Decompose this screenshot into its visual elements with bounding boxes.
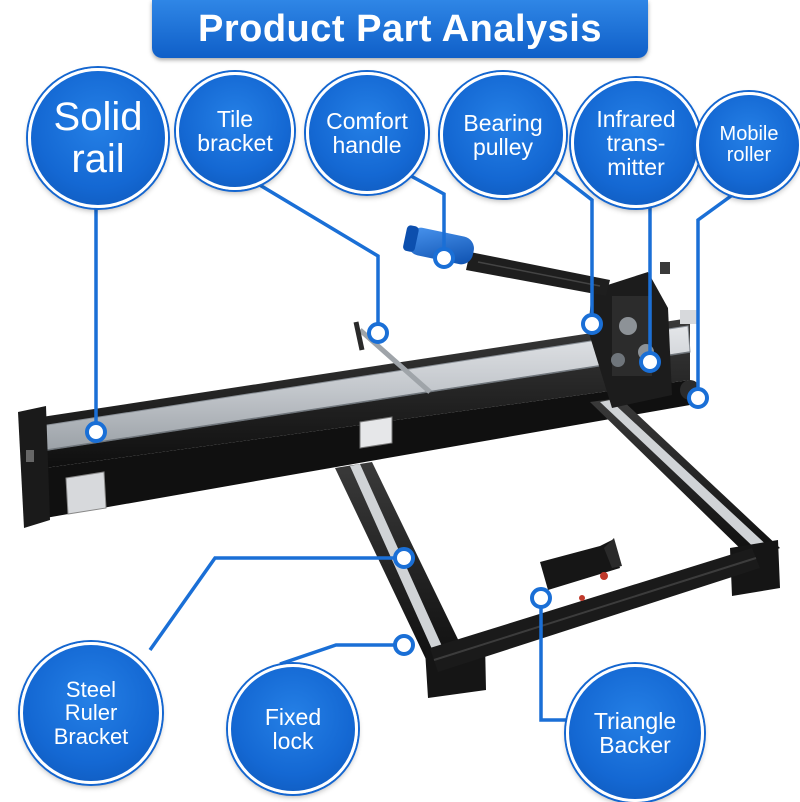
label-steel-ruler-bracket: Steel Ruler Bracket — [53, 677, 129, 749]
triangle-backer-shape — [540, 540, 620, 590]
bubble-solid-rail: Solid rail — [28, 68, 168, 208]
leader-comfort-handle — [399, 168, 446, 256]
point-triangle-backer — [530, 587, 552, 609]
leader-mobile-roller — [696, 186, 744, 397]
label-triangle-backer: Triangle Backer — [593, 707, 677, 758]
point-mobile-roller — [687, 387, 709, 409]
label-solid-rail: Solid rail — [53, 95, 143, 181]
label-fixed-lock: Fixed lock — [264, 703, 322, 754]
handle-grip — [408, 227, 474, 265]
page-title: Product Part Analysis — [198, 7, 602, 50]
bubble-tile-bracket: Tile bracket — [176, 72, 294, 190]
point-comfort-handle — [433, 247, 455, 269]
point-tile-bracket — [367, 322, 389, 344]
tile-cutter — [18, 225, 780, 698]
base-front-face — [30, 380, 690, 520]
point-solid-rail — [85, 421, 107, 443]
scale-plate — [65, 471, 107, 515]
label-tile-bracket: Tile bracket — [197, 105, 273, 156]
bubble-bearing-pulley: Bearing pulley — [440, 72, 566, 198]
leader-triangle-backer — [539, 598, 570, 722]
left-end-bolt — [26, 450, 34, 462]
label-mobile-roller: Mobile roller — [719, 123, 779, 166]
label-bearing-pulley: Bearing pulley — [463, 109, 543, 160]
bubble-infrared-transmitter: Infrared trans- mitter — [571, 78, 701, 208]
point-fixed-lock — [393, 634, 415, 656]
leader-fixed-lock — [279, 643, 402, 666]
callout-points — [85, 247, 709, 656]
left-end-cap — [18, 406, 50, 528]
leader-tile-bracket — [237, 170, 380, 333]
point-bearing-pulley — [581, 313, 603, 335]
leader-bearing-pulley — [554, 170, 594, 322]
center-plate — [359, 416, 393, 449]
bubble-mobile-roller: Mobile roller — [696, 92, 800, 198]
bubble-triangle-backer: Triangle Backer — [566, 664, 704, 802]
bubble-fixed-lock: Fixed lock — [228, 664, 358, 794]
title-banner: Product Part Analysis — [152, 0, 648, 58]
bubble-comfort-handle: Comfort handle — [306, 72, 428, 194]
label-comfort-handle: Comfort handle — [326, 107, 408, 158]
label-infrared-transmitter: Infrared trans- mitter — [596, 105, 676, 181]
leader-steel-ruler — [148, 556, 402, 652]
point-infrared — [639, 351, 661, 373]
point-steel-ruler — [393, 547, 415, 569]
bubble-steel-ruler-bracket: Steel Ruler Bracket — [20, 642, 162, 784]
